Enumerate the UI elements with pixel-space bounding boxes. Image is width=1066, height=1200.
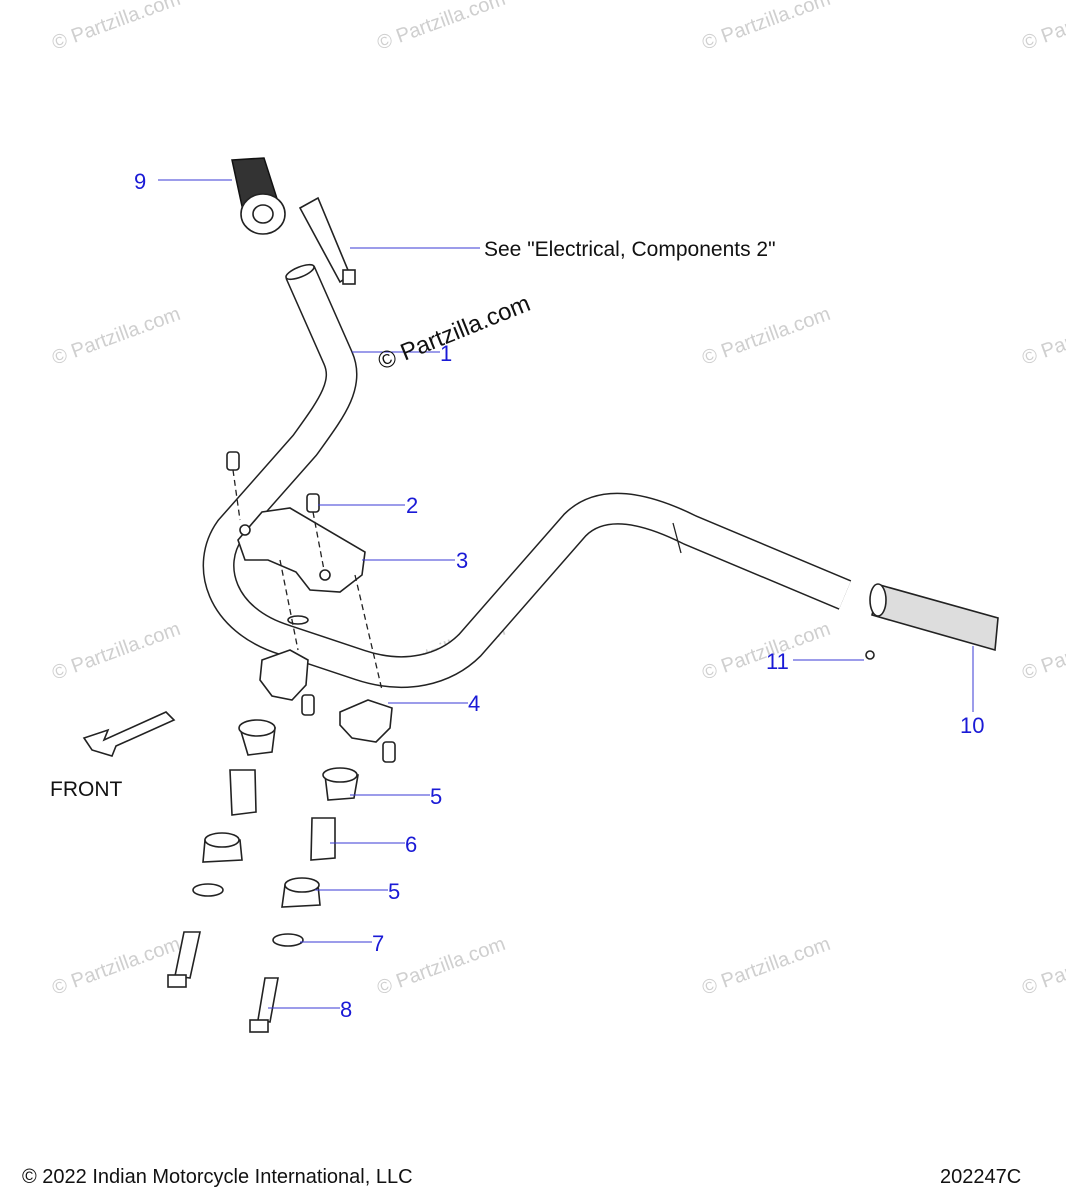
watermark: © Partzilla.com: [1019, 618, 1066, 685]
watermark-layer: © Partzilla.com © Partzilla.com © Partzi…: [49, 0, 1066, 1000]
watermark: © Partzilla.com: [49, 303, 183, 370]
callout-10: 10: [960, 713, 984, 738]
watermark: © Partzilla.com: [1019, 303, 1066, 370]
watermark: © Partzilla.com: [49, 933, 183, 1000]
drawing-number: 202247C: [940, 1166, 1022, 1188]
callout-labels: 9 1 2 3 4 5 6 5 7 8 11 10: [134, 169, 984, 1022]
watermark: © Partzilla.com: [1019, 0, 1066, 55]
right-grip: [869, 583, 999, 652]
leader-lines: [158, 179, 974, 1009]
handlebar: [202, 263, 852, 689]
watermark: © Partzilla.com: [374, 933, 508, 1000]
callout-5: 5: [388, 879, 400, 904]
watermark: © Partzilla.com: [374, 0, 508, 55]
watermark: © Partzilla.com: [699, 0, 833, 55]
callout-6: 6: [405, 832, 417, 857]
copyright-text: © 2022 Indian Motorcycle International, …: [22, 1166, 413, 1188]
left-grip: [231, 157, 286, 235]
reference-note: See "Electrical, Components 2": [484, 238, 776, 261]
callout-8: 8: [340, 997, 352, 1022]
callout-5: 5: [430, 784, 442, 809]
watermark: © Partzilla.com: [699, 303, 833, 370]
front-arrow: [82, 711, 176, 757]
front-label: FRONT: [50, 778, 122, 801]
callout-3: 3: [456, 548, 468, 573]
callout-7: 7: [372, 931, 384, 956]
watermark: © Partzilla.com: [49, 0, 183, 55]
callout-1: 1: [440, 341, 452, 366]
callout-9: 9: [134, 169, 146, 194]
watermark: © Partzilla.com: [49, 618, 183, 685]
watermark: © Partzilla.com: [1019, 933, 1066, 1000]
watermark: © Partzilla.com: [699, 933, 833, 1000]
callout-4: 4: [468, 691, 480, 716]
riser-top-clamp: [226, 451, 383, 691]
callout-11: 11: [766, 649, 789, 674]
throttle-assembly: [298, 196, 356, 285]
mounting-hardware: [167, 719, 359, 1033]
screw-11: [865, 650, 875, 660]
riser-lower: [259, 649, 396, 763]
main-watermark: © Partzilla.com: [374, 290, 534, 376]
callout-2: 2: [406, 493, 418, 518]
